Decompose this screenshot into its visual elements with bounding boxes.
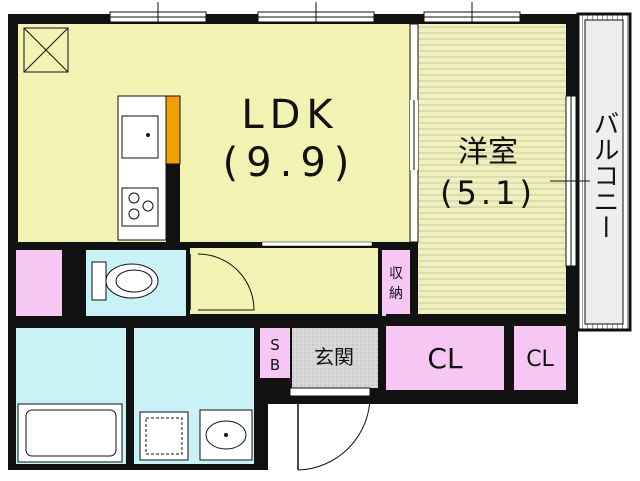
bathtub [17, 403, 123, 463]
western-label: 洋室 [458, 135, 518, 170]
balcony-label: バルコニー [589, 110, 619, 240]
closet-small [514, 326, 566, 390]
closet-large [386, 326, 504, 390]
storage-label-1: 収 [389, 266, 403, 282]
shoebox-area [260, 328, 290, 378]
western-size: (5.1) [440, 174, 536, 212]
toilet-fixture [91, 261, 159, 301]
window-top-3 [423, 2, 521, 23]
storage-left [16, 250, 62, 316]
window-top-2 [257, 2, 375, 23]
corridor [190, 246, 378, 314]
window-top-1 [109, 2, 207, 23]
storage-room [382, 250, 410, 316]
window-balcony [550, 95, 590, 267]
closet-small-label: CL [526, 347, 554, 372]
ldk-size: (9.9) [223, 140, 358, 186]
storage-label-2: 納 [389, 286, 403, 302]
toilet-door [189, 253, 255, 311]
shoebox-label-1: S [270, 336, 280, 354]
kitchen-counter [117, 95, 181, 242]
ldk-label: LDK [241, 92, 338, 138]
shoebox-label-2: B [270, 356, 280, 374]
entrance-door [289, 387, 371, 471]
ldk-room [18, 24, 410, 242]
wash-basin [199, 409, 253, 461]
closet-large-label: CL [427, 342, 463, 375]
ventilation-box [23, 27, 69, 73]
entrance-area [292, 328, 378, 388]
washing-machine [139, 411, 189, 461]
entrance-label: 玄関 [314, 345, 354, 369]
